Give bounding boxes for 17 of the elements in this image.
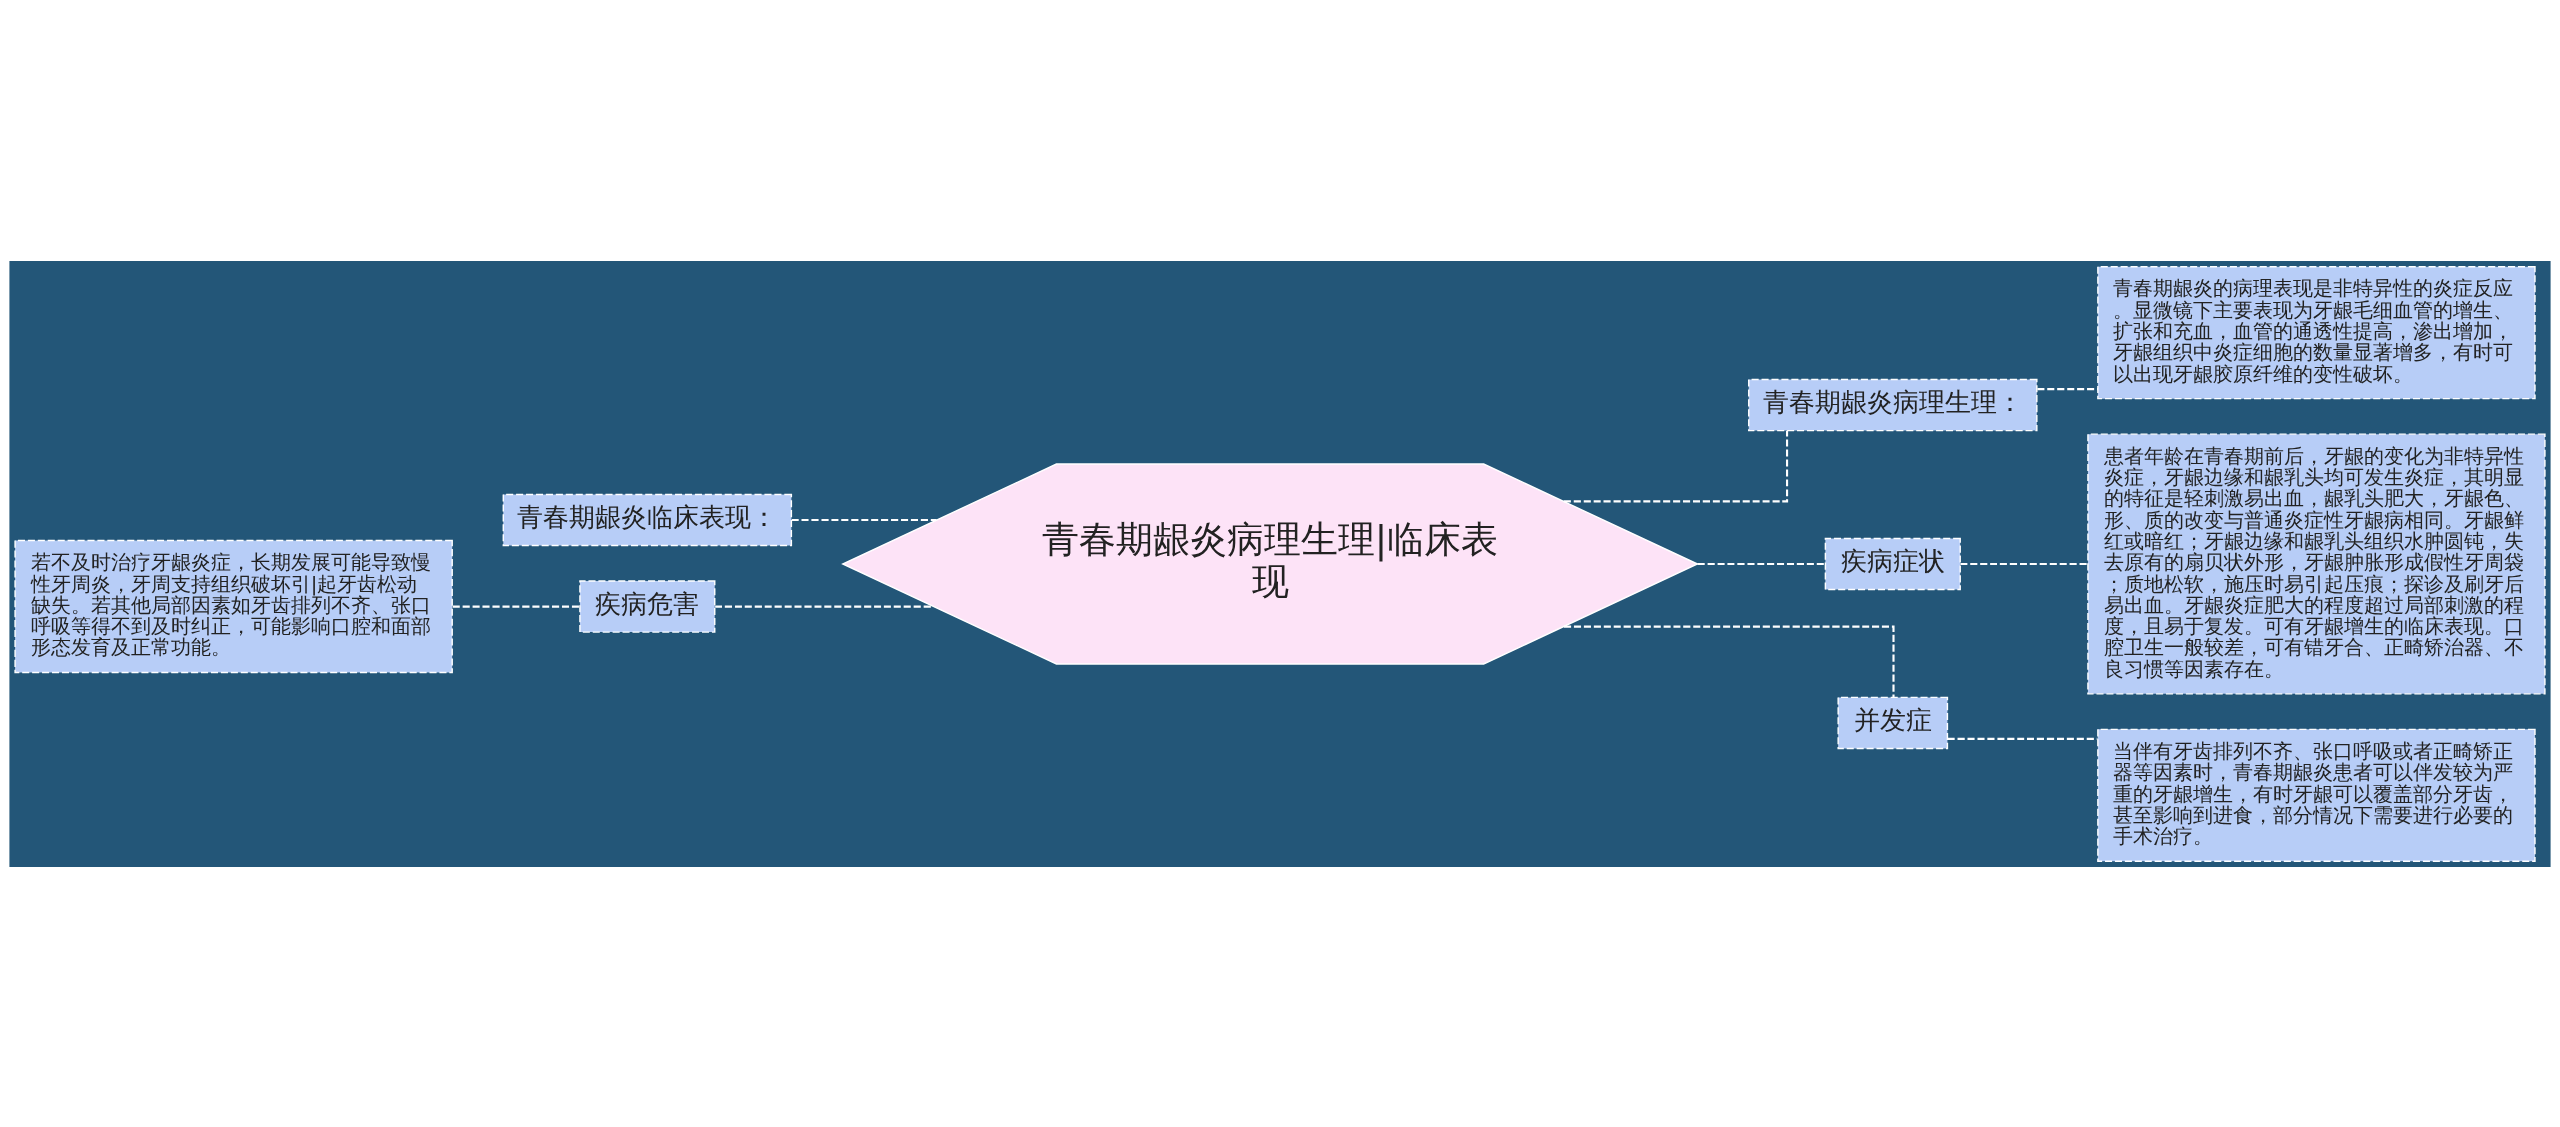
connector — [791, 518, 937, 521]
connector — [1697, 562, 1826, 565]
node-box: 当伴有牙齿排列不齐、张口呼吸或者正畸矫正器等因素时，青春期龈炎患者可以伴发较为严重的牙龈增生，有时牙龈可以覆盖部分牙齿，甚至影响到进食，部分情况下需要进行必要的手术治疗。 — [2097, 728, 2536, 862]
node-box: 患者年龄在青春期前后，牙龈的变化为非特异性炎症，牙龈边缘和龈乳头均可发生炎症，其明显的特征是轻刺激易出血，龈乳头肥大，牙龈色、形、质的改变与普通炎症性牙龈病相同。牙龈鲜红或暗红；牙龈边缘和龈乳头组织水肿圆钝，失去原有的扇贝状外形，牙龈肿胀形成假性牙周袋；质地松软，施压时易引起压痕；探诊及刷牙后易出血。牙龈炎症肥大的程度超过局部刺激的程度，且易于复发。可有牙龈增生的临床表现。口腔卫生一般较差，可有错牙合、正畸矫治器、不良习惯等因素存在。 — [2087, 432, 2546, 695]
connector — [1563, 430, 1789, 502]
connector — [452, 605, 580, 608]
node-box: 若不及时治疗牙龈炎症，长期发展可能导致慢性牙周炎，牙周支持组织破坏引|起牙齿松动缺失。若其他局部因素如牙齿排列不齐、张口呼吸等得不到及时纠正，可能影响口腔和面部形态发育及正常功能。 — [14, 539, 453, 673]
connector — [1960, 562, 2088, 565]
connector — [2037, 387, 2098, 390]
node-box: 并发症 — [1837, 696, 1949, 749]
node-box: 疾病危害 — [579, 579, 716, 633]
node-box: 青春期龈炎临床表现： — [502, 493, 793, 546]
node-box: 青春期龈炎的病理表现是非特异性的炎症反应。显微镜下主要表现为牙龈毛细血管的增生、扩张和充血，血管的通透性提高，渗出增加，牙龈组织中炎症细胞的数量显著增多，有时可以出现牙龈胶原纤维的变性破坏。 — [2097, 265, 2536, 399]
connector — [715, 605, 934, 608]
connector — [1564, 625, 1895, 697]
node-box: 青春期龈炎病理生理： — [1748, 378, 2038, 431]
node-box: 疾病症状 — [1824, 537, 1961, 590]
